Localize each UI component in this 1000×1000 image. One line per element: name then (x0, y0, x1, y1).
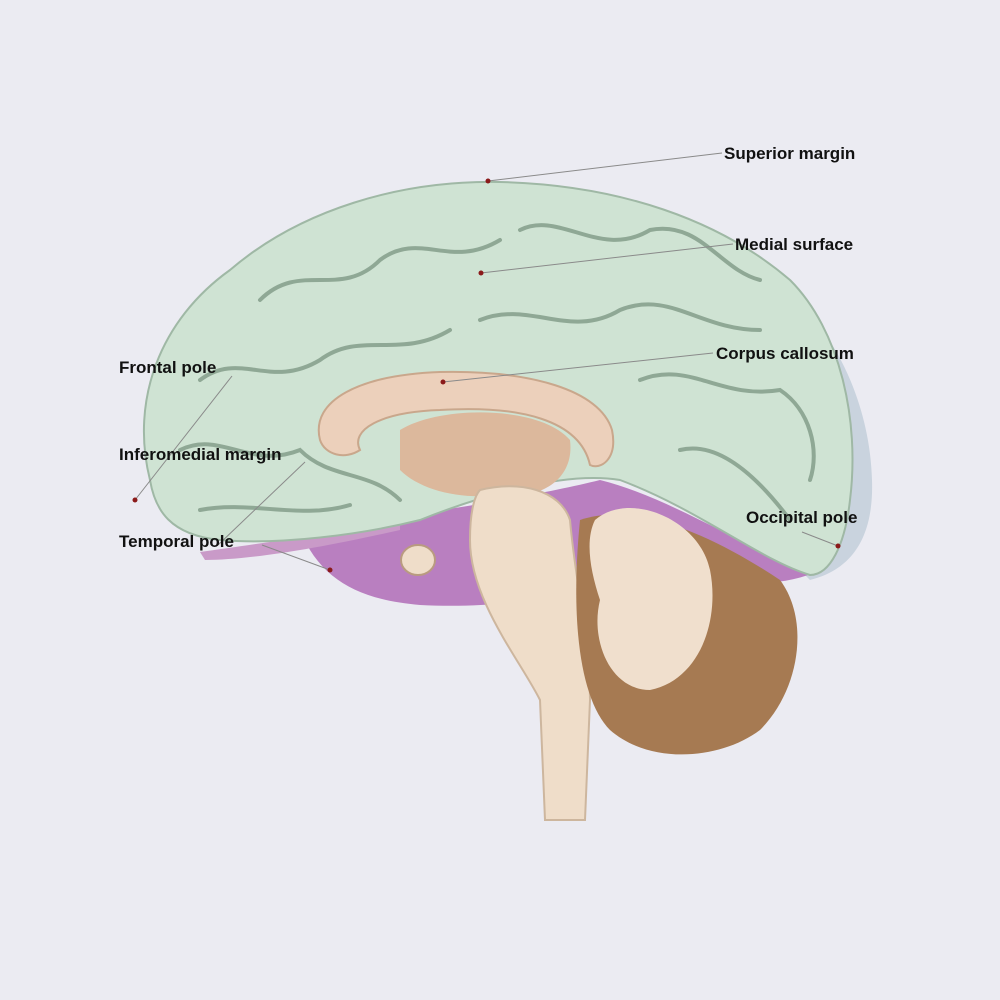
corpus-callosum-shape (317, 370, 615, 468)
dot-occipital-pole (835, 543, 841, 549)
gyri-pattern (178, 223, 816, 522)
dot-superior-margin (485, 178, 491, 184)
label-medial-surface: Medial surface (735, 235, 854, 254)
brainstem (468, 485, 592, 821)
arbor-vitae (589, 508, 713, 690)
label-corpus-callosum: Corpus callosum (716, 344, 854, 363)
leader-inferomedial-margin (217, 461, 306, 546)
dot-medial-surface (478, 270, 484, 276)
label-frontal-pole: Frontal pole (119, 358, 217, 377)
dot-temporal-pole (327, 567, 333, 573)
label-inferomedial-margin: Inferomedial margin (119, 445, 282, 464)
dot-frontal-pole (132, 497, 138, 503)
leader-temporal-pole (261, 544, 331, 571)
leader-occipital-pole (801, 531, 839, 547)
leader-corpus-callosum (442, 352, 714, 383)
leader-frontal-pole (134, 375, 233, 501)
leader-superior-margin (487, 152, 723, 182)
diencephalon (400, 412, 571, 497)
label-superior-margin: Superior margin (724, 144, 856, 163)
label-temporal-pole: Temporal pole (119, 532, 234, 551)
marker-dots (132, 178, 841, 573)
leader-lines (134, 152, 839, 571)
label-occipital-pole: Occipital pole (746, 508, 858, 527)
leader-medial-surface (480, 243, 734, 274)
pituitary (400, 544, 436, 576)
dot-corpus-callosum (440, 379, 446, 385)
